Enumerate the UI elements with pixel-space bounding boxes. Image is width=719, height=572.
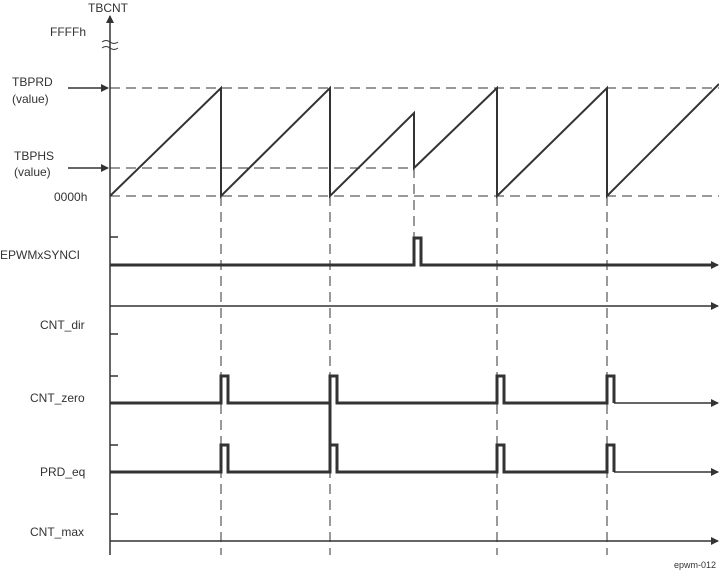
- signal-label-cnt-zero: CNT_zero: [30, 391, 85, 405]
- event-lines: [220, 168, 608, 555]
- signal-label-epwmxsynci: EPWMxSYNCI: [0, 248, 80, 262]
- tbcnt-axis-title: TBCNT: [88, 1, 129, 15]
- tbphs-label: TBPHS: [14, 149, 54, 163]
- cnt-zero-waveform: [110, 374, 616, 405]
- tbphs-value-label: (value): [14, 165, 51, 179]
- figure-id: epwm-012: [674, 560, 716, 570]
- tbprd-value-label: (value): [12, 92, 49, 106]
- signal-label-prd-eq: PRD_eq: [40, 465, 85, 479]
- epwmxsynci-waveform: [110, 236, 712, 267]
- signal-label-cnt-max: CNT_max: [30, 525, 84, 539]
- tbprd-label: TBPRD: [12, 75, 53, 89]
- axis-break-icon: [101, 40, 119, 50]
- zero-label: 0000h: [54, 190, 87, 204]
- ffff-label: FFFFh: [50, 25, 86, 39]
- signal-label-cnt-dir: CNT_dir: [40, 318, 85, 332]
- prd-eq-waveform: [110, 443, 616, 474]
- tbcnt-waveform: [109, 83, 719, 199]
